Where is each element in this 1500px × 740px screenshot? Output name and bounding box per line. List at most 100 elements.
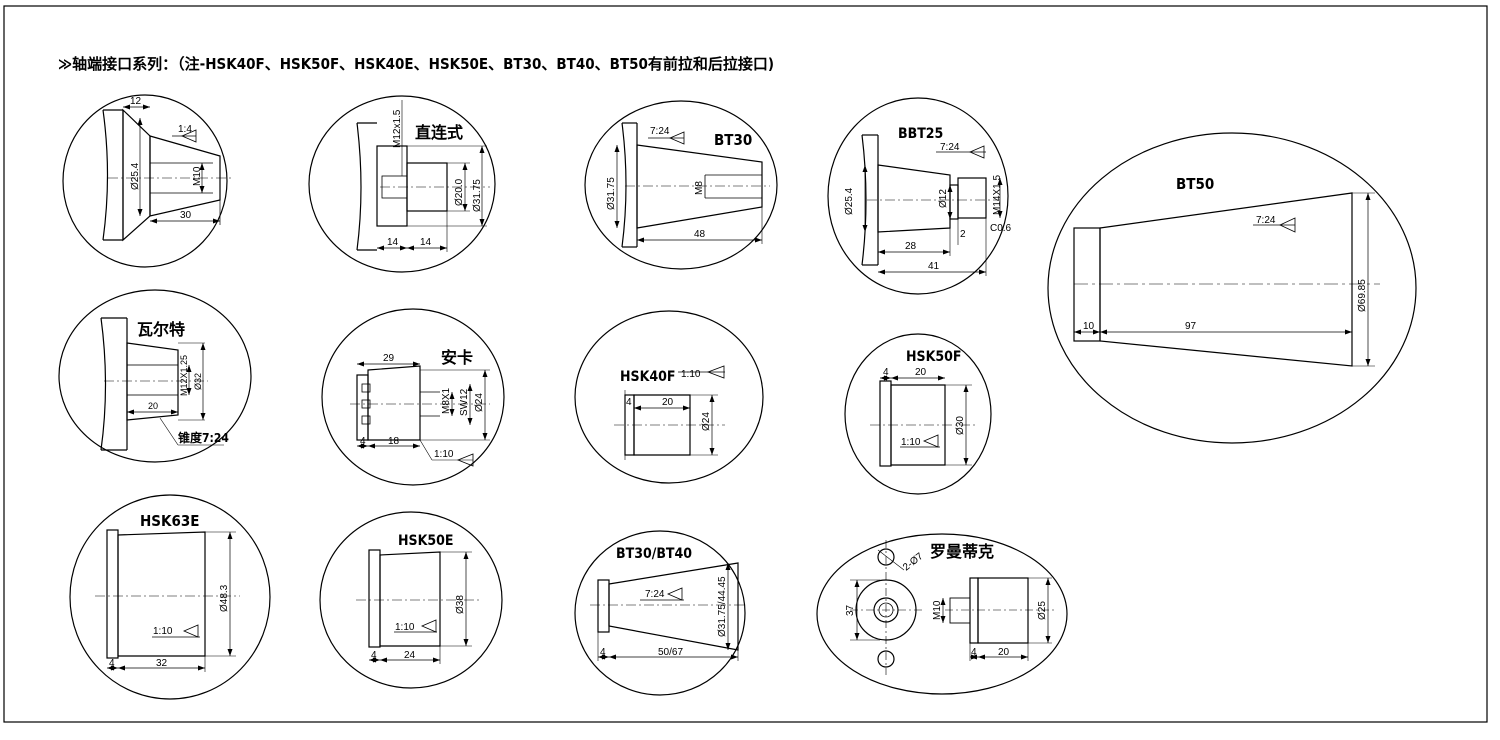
dim-text: 28 — [905, 241, 917, 252]
panel-5: BT50 7:24 10 97 Ø69.85 — [1047, 132, 1417, 444]
panel-12: BT30/BT40 7:24 Ø31.75/44.45 4 50/67 — [574, 530, 746, 696]
dim-text: 2 — [960, 229, 966, 240]
bt-collar — [597, 579, 610, 633]
dim-text: 7:24 — [645, 589, 665, 600]
dim-text: Ø24 — [474, 393, 485, 412]
dim-text: M10 — [932, 600, 943, 620]
panel-2: 直连式 M12x1.5 Ø20.0 Ø31.75 14 14 — [308, 95, 496, 273]
dim-text: 50/67 — [658, 647, 683, 658]
sheet-frame — [3, 5, 1488, 723]
dim-text: Ø31.75 — [472, 179, 483, 212]
panel-title: HSK50E — [398, 533, 454, 549]
panel-title: 安卡 — [441, 348, 473, 367]
dim-text: 4 — [600, 647, 606, 658]
panel-frame — [1047, 132, 1417, 444]
dim-text: 14 — [420, 237, 432, 248]
dim-text: Ø30 — [955, 416, 966, 435]
dim-text: 1:10 — [434, 449, 454, 460]
dim-text: 10 — [1083, 321, 1095, 332]
panel-title: 直连式 — [415, 123, 463, 142]
panel-title: 罗曼蒂克 — [930, 542, 994, 561]
panel-8: HSK40F 1:10 4 20 Ø24 — [574, 310, 764, 484]
dim-text: 4 — [971, 647, 977, 658]
dim-text: SW12 — [459, 388, 470, 416]
panel-title: BT30 — [714, 131, 752, 149]
panel-title: BT30/BT40 — [616, 546, 692, 562]
dim-text: M10 — [192, 166, 203, 186]
dim-text: Ø12 — [938, 189, 949, 208]
hsk50f-collar — [879, 380, 892, 467]
panel-frame — [62, 94, 228, 268]
dim-text: M12x1.5 — [392, 109, 403, 148]
dim-text: 20 — [662, 397, 674, 408]
dim-text: Ø25.4 — [130, 162, 141, 190]
dim-text: 7:24 — [940, 142, 960, 153]
dim-text: 24 — [404, 650, 416, 661]
dim-text: Ø48.3 — [219, 584, 230, 612]
dim-text: 4 — [360, 436, 366, 447]
dim-text: 1:4 — [178, 124, 192, 135]
side-view-body — [977, 577, 1029, 644]
dim-text: 30 — [180, 210, 192, 221]
dim-text: 4 — [109, 658, 115, 669]
panel-3: BT30 7:24 Ø31.75 M8 48 — [584, 100, 778, 270]
dim-text: 1:10 — [681, 369, 701, 380]
mount-hole — [877, 548, 895, 566]
panel-title: 瓦尔特 — [137, 320, 185, 339]
dim-text: Ø69.85 — [1357, 279, 1368, 312]
dim-text: 7:24 — [650, 126, 670, 137]
panel-frame — [319, 511, 503, 689]
dim-text: 锥度7:24 — [178, 430, 229, 445]
dim-text: M12X1.25 — [179, 355, 189, 396]
hsk63e-body — [117, 531, 206, 657]
panel-13: 罗曼蒂克 2-Ø7 37 M10 Ø25 4 20 — [816, 533, 1068, 695]
dim-text: 97 — [1185, 321, 1197, 332]
mount-hole — [877, 650, 895, 668]
dim-text: 12 — [130, 96, 142, 107]
dim-text: 20 — [148, 401, 158, 411]
panel-10: HSK63E Ø48.3 1:10 4 32 — [69, 494, 271, 700]
dim-text: 41 — [928, 261, 940, 272]
dim-text: 4 — [626, 397, 632, 408]
panel-1: 12 1:4 Ø25.4 M10 30 — [62, 94, 232, 268]
hsk63e-collar — [106, 529, 119, 659]
dim-text: C0.6 — [990, 223, 1012, 234]
break-line — [356, 122, 362, 251]
panel-frame — [69, 494, 271, 700]
panel-title: HSK63E — [140, 512, 199, 530]
break-line — [621, 122, 627, 248]
dim-text: M14X1.5 — [992, 175, 1003, 215]
bt50-cone — [1099, 192, 1353, 367]
panel-11: HSK50E Ø38 1:10 4 24 — [319, 511, 503, 689]
panel-frame — [574, 310, 764, 484]
dim-text: 1:10 — [901, 437, 921, 448]
side-view-collar — [969, 577, 979, 644]
panel-title: BBT25 — [898, 126, 943, 142]
dim-text: Ø25 — [1037, 601, 1048, 620]
panel-frame — [827, 97, 1009, 295]
threaded-end — [957, 177, 987, 219]
panel-9: HSK50F 4 20 1:10 Ø30 — [844, 333, 992, 495]
panel-frame — [816, 533, 1068, 695]
dim-text: Ø31.75/44.45 — [717, 576, 728, 637]
panel-frame — [844, 333, 992, 495]
dim-text: M8X1 — [441, 387, 452, 414]
dim-text: 20 — [915, 367, 927, 378]
dim-text: 14 — [387, 237, 399, 248]
dim-text: 2-Ø7 — [901, 551, 926, 574]
panel-title: HSK40F — [620, 369, 676, 385]
dim-text: Ø24 — [701, 412, 712, 431]
panel-frame — [574, 530, 746, 696]
panel-frame — [308, 95, 496, 273]
panel-title: HSK50F — [906, 349, 962, 365]
dim-text: Ø31.75 — [606, 177, 617, 210]
panel-6: 瓦尔特 M12X1.25 Ø32 20 锥度7:24 — [58, 289, 252, 463]
dim-text: 4 — [371, 650, 377, 661]
hsk50e-collar — [368, 549, 381, 648]
anka-collar — [356, 374, 369, 441]
dim-text: Ø38 — [455, 595, 466, 614]
panel-7: 安卡 29 M8X1 SW12 Ø24 4 18 1:10 — [321, 308, 505, 486]
panel-frame — [584, 100, 778, 270]
dim-text: Ø25.4 — [844, 187, 855, 215]
